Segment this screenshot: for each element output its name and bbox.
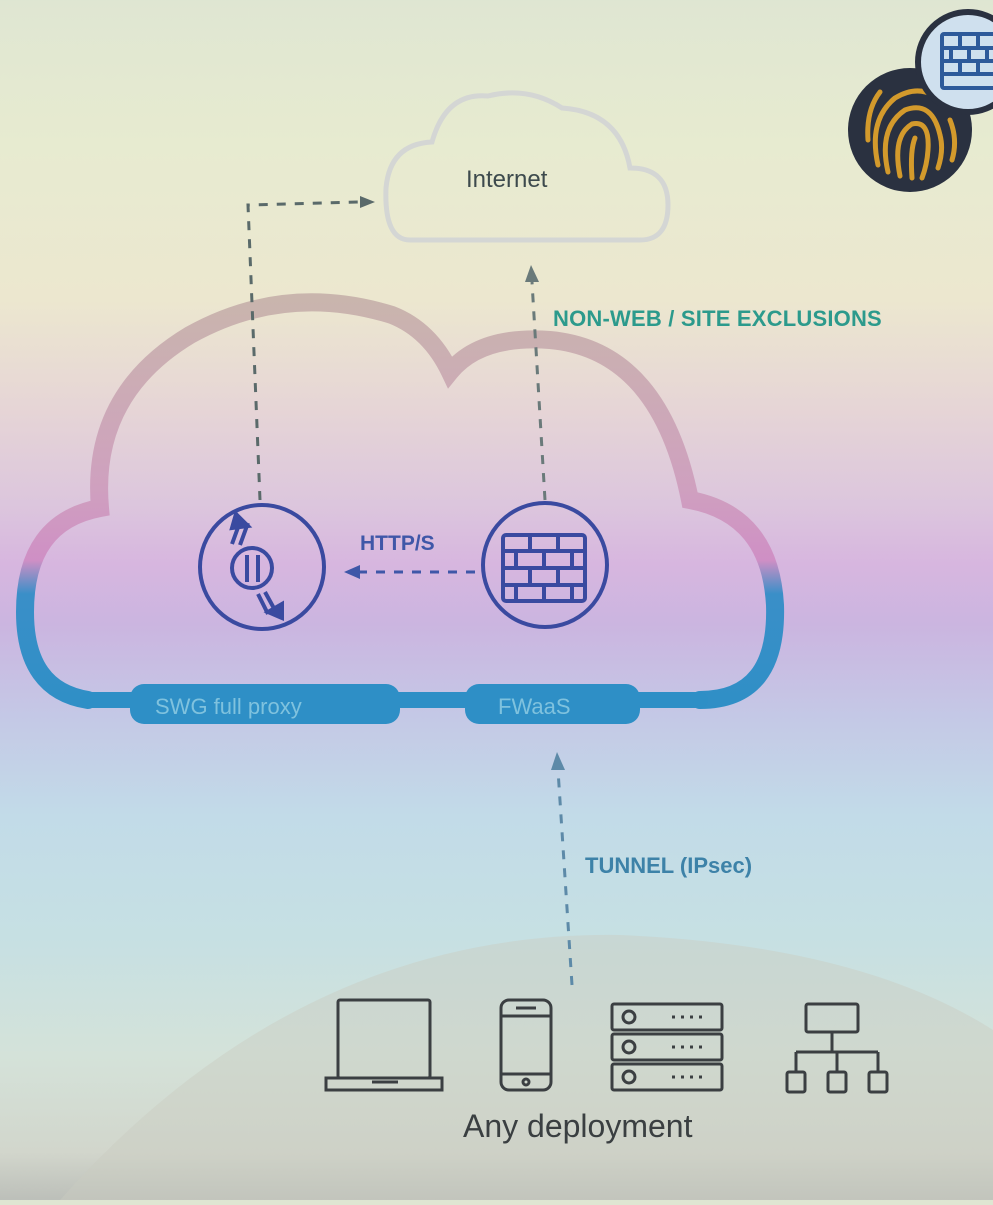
mobile-phone-icon	[499, 998, 553, 1092]
main-cloud	[15, 293, 785, 709]
swg-full-proxy-pill	[130, 684, 400, 724]
proxy-to-internet-link	[246, 200, 361, 501]
laptop-icon	[324, 998, 444, 1092]
firewall-icon	[481, 501, 609, 629]
proxy-icon	[198, 503, 326, 631]
any-deployment-label: Any deployment	[463, 1108, 693, 1144]
server-rack-icon	[610, 1002, 724, 1092]
network-hierarchy-icon	[785, 1002, 889, 1094]
internet-label: Internet	[466, 166, 548, 193]
http-label: HTTP/S	[360, 532, 435, 555]
tunnel-label: TUNNEL (IPsec)	[585, 853, 753, 878]
globe-silhouette	[60, 934, 993, 1200]
non-web-arrow	[525, 265, 539, 282]
internet-cloud	[383, 90, 671, 243]
http-arrow	[344, 565, 360, 579]
firewall-badge-icon	[915, 9, 993, 115]
proxy-to-internet-arrow	[360, 196, 375, 208]
fwaas-label: FWaaS	[498, 694, 571, 719]
non-web-site-exclusions-label: NON-WEB / SITE EXCLUSIONS	[553, 306, 882, 331]
fwaas-pill	[465, 684, 640, 724]
swg-full-proxy-label: SWG full proxy	[155, 694, 302, 719]
non-web-link	[530, 281, 547, 501]
tunnel-arrow	[551, 752, 565, 770]
